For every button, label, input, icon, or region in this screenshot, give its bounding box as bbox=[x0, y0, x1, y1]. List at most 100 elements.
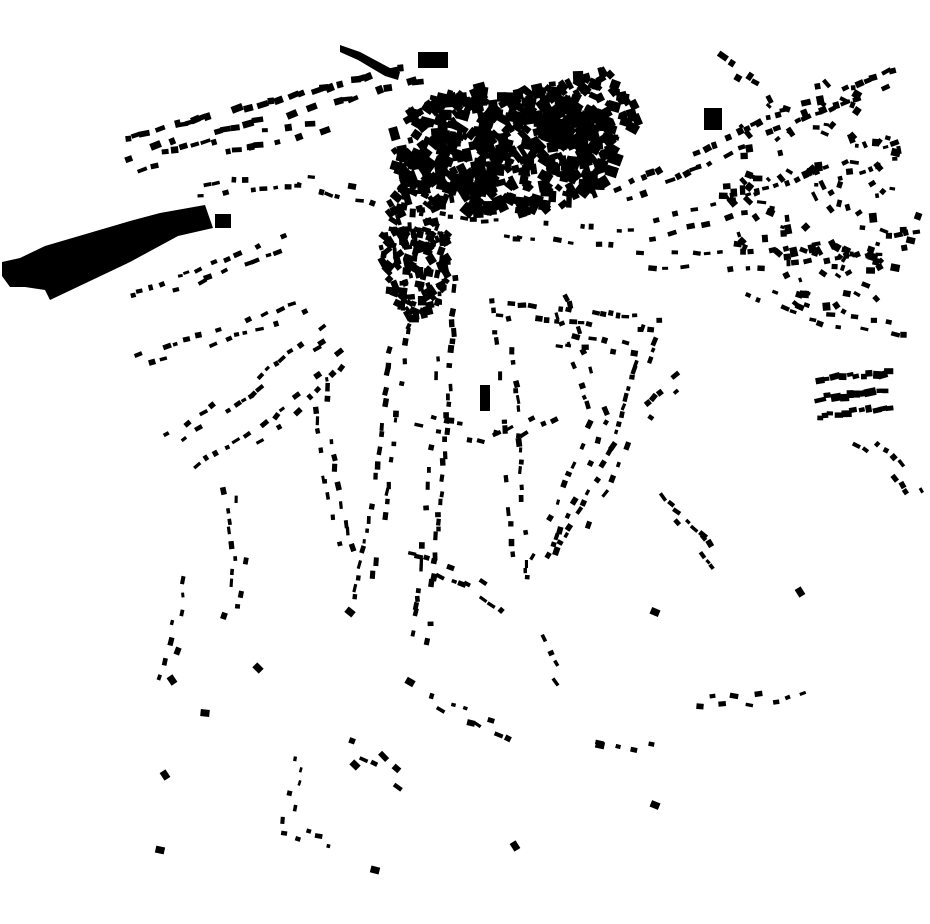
building bbox=[854, 209, 863, 217]
building bbox=[447, 173, 455, 182]
building bbox=[621, 314, 630, 319]
building bbox=[193, 461, 202, 470]
building bbox=[849, 159, 860, 165]
building bbox=[885, 319, 893, 325]
building bbox=[680, 264, 690, 270]
building bbox=[496, 133, 504, 141]
building bbox=[686, 222, 696, 230]
building bbox=[439, 167, 450, 178]
building bbox=[208, 341, 218, 349]
building bbox=[169, 619, 175, 626]
building bbox=[318, 188, 325, 196]
building bbox=[600, 336, 609, 345]
building bbox=[382, 511, 389, 521]
building bbox=[889, 263, 901, 273]
building bbox=[433, 269, 441, 279]
building bbox=[588, 153, 601, 168]
building bbox=[394, 205, 407, 219]
building bbox=[275, 423, 283, 431]
building bbox=[459, 201, 477, 219]
building bbox=[439, 263, 447, 273]
building bbox=[417, 296, 427, 306]
building bbox=[277, 354, 287, 364]
building bbox=[313, 370, 323, 380]
building bbox=[462, 705, 468, 711]
building bbox=[448, 319, 455, 328]
building bbox=[331, 453, 338, 462]
building bbox=[579, 347, 588, 356]
building bbox=[423, 637, 431, 646]
building bbox=[522, 179, 532, 192]
building bbox=[508, 179, 519, 191]
building bbox=[336, 541, 343, 547]
building bbox=[255, 326, 265, 332]
building bbox=[330, 514, 336, 521]
building bbox=[544, 551, 552, 560]
building bbox=[647, 414, 655, 421]
building bbox=[704, 108, 722, 130]
building bbox=[508, 521, 514, 527]
building bbox=[554, 312, 560, 321]
building bbox=[149, 140, 162, 151]
building bbox=[674, 172, 683, 181]
building bbox=[819, 100, 827, 108]
building bbox=[172, 341, 178, 347]
building bbox=[517, 128, 531, 143]
building bbox=[598, 459, 607, 469]
building bbox=[527, 302, 538, 310]
building bbox=[782, 271, 791, 280]
building bbox=[451, 283, 457, 293]
building bbox=[871, 138, 880, 147]
building bbox=[900, 244, 908, 252]
building bbox=[203, 181, 212, 188]
building bbox=[579, 499, 588, 507]
building bbox=[325, 491, 331, 500]
building bbox=[784, 214, 790, 223]
building bbox=[545, 158, 557, 169]
building bbox=[456, 421, 463, 426]
building bbox=[419, 116, 436, 128]
building bbox=[505, 315, 512, 322]
building bbox=[470, 160, 480, 171]
building bbox=[460, 153, 468, 162]
building bbox=[498, 143, 512, 157]
building bbox=[386, 198, 395, 208]
building bbox=[407, 107, 423, 117]
building bbox=[588, 336, 597, 341]
building bbox=[412, 601, 420, 611]
building bbox=[177, 273, 183, 278]
building bbox=[473, 721, 482, 729]
building bbox=[789, 309, 797, 315]
building bbox=[723, 212, 735, 222]
building bbox=[518, 466, 522, 475]
building bbox=[615, 420, 622, 428]
building bbox=[425, 481, 430, 490]
building bbox=[570, 168, 583, 181]
building bbox=[832, 301, 841, 310]
building bbox=[804, 167, 814, 177]
building bbox=[398, 225, 407, 236]
building bbox=[388, 216, 400, 226]
building bbox=[818, 179, 827, 191]
building bbox=[578, 141, 587, 153]
building bbox=[553, 117, 569, 129]
building bbox=[558, 306, 564, 313]
building bbox=[836, 199, 843, 208]
building bbox=[709, 693, 716, 699]
building bbox=[765, 176, 772, 183]
building bbox=[501, 192, 513, 204]
building bbox=[847, 131, 858, 142]
building bbox=[148, 358, 157, 366]
building bbox=[863, 387, 877, 398]
building bbox=[382, 397, 390, 408]
building bbox=[435, 429, 442, 434]
building bbox=[426, 284, 438, 297]
building bbox=[431, 97, 447, 110]
building bbox=[736, 231, 742, 238]
building bbox=[654, 166, 664, 176]
building bbox=[437, 291, 442, 297]
building bbox=[252, 662, 264, 674]
building bbox=[442, 132, 454, 144]
building bbox=[401, 337, 409, 346]
building bbox=[436, 202, 444, 209]
